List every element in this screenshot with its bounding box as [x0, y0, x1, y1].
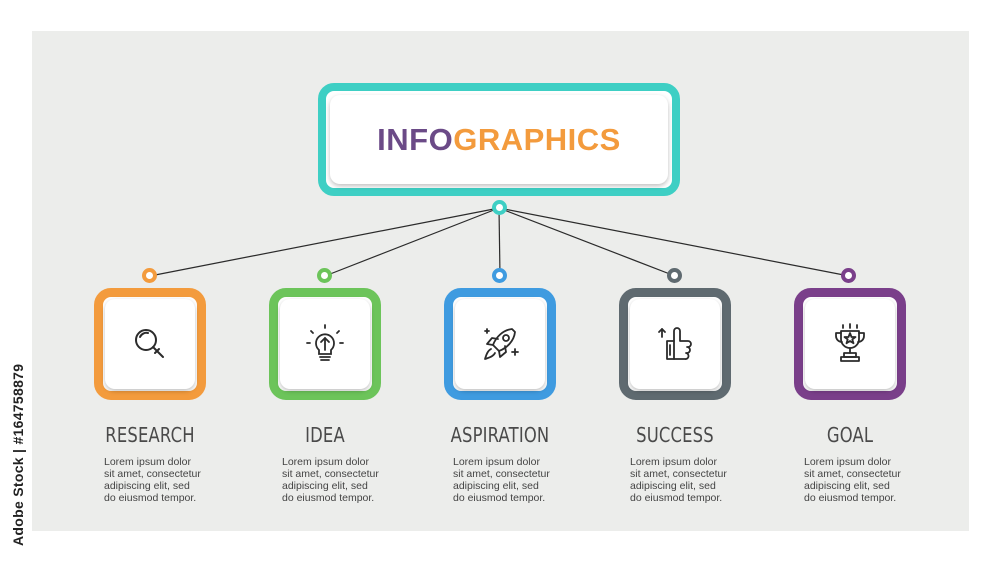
title-hub-ring — [492, 200, 507, 215]
research-ring — [142, 268, 157, 283]
connector-research — [149, 207, 500, 277]
magnifier-icon — [135, 329, 164, 358]
connector-idea — [324, 207, 500, 277]
aspiration-card — [444, 288, 556, 400]
idea-ring — [317, 268, 332, 283]
research-card — [94, 288, 206, 400]
trophy-icon — [835, 323, 865, 362]
idea-card — [269, 288, 381, 400]
goal-label: GOAL — [826, 423, 874, 447]
stock-caption: Adobe Stock | #164758879 — [10, 363, 26, 546]
connector-aspiration — [498, 207, 501, 277]
success-ring — [667, 268, 682, 283]
goal-card — [794, 288, 906, 400]
aspiration-label: ASPIRATION — [450, 423, 550, 447]
lightbulb-icon — [306, 324, 344, 361]
idea-label: IDEA — [305, 423, 345, 447]
rocket-icon — [484, 328, 519, 360]
connector-goal — [498, 207, 850, 277]
goal-ring — [841, 268, 856, 283]
connector-success — [498, 207, 676, 277]
success-card — [619, 288, 731, 400]
title-part-graphics: GRAPHICS — [453, 121, 621, 157]
success-label: SUCCESS — [636, 423, 714, 447]
research-label: RESEARCH — [105, 423, 195, 447]
thumbs-up-icon — [658, 327, 692, 360]
aspiration-ring — [492, 268, 507, 283]
title-part-info: INFO — [377, 121, 454, 157]
